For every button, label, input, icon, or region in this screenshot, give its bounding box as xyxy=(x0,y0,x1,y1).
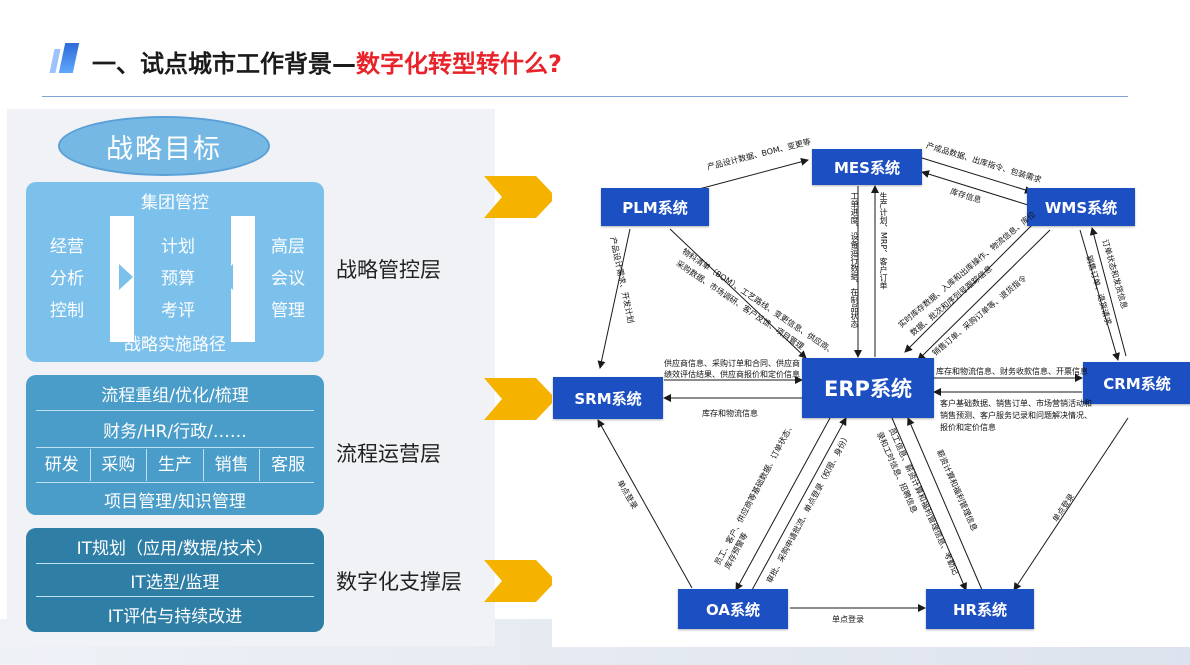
process-cell: 生产 xyxy=(146,449,203,481)
arrow-left-icon xyxy=(219,264,233,290)
process-cells: 研发 采购 生产 销售 客服 xyxy=(34,449,316,481)
node-plm: PLM系统 xyxy=(601,188,709,226)
process-separator xyxy=(36,447,314,448)
strategy-block: 集团管控 经营 分析 控制 计划 预算 考评 高层 会议 管理 战略实施路径 xyxy=(26,182,324,362)
node-erp: ERP系统 xyxy=(802,358,934,418)
edge-label: 客户基础数据、销售订单、市场营销活动和 xyxy=(940,399,1092,408)
strategy-col1-item: 控制 xyxy=(50,301,84,321)
it-block: IT规划（应用/数据/技术） IT选型/监理 IT评估与持续改进 xyxy=(26,528,324,632)
slide-title: 一、试点城市工作背景—数字化转型转什么? xyxy=(92,44,562,79)
it-separator xyxy=(36,596,314,597)
node-mes: MES系统 xyxy=(812,149,922,185)
strategy-divider-right xyxy=(231,216,255,342)
layer-label-process: 流程运营层 xyxy=(336,442,441,466)
strategy-col-1: 经营 分析 控制 xyxy=(34,216,100,342)
process-cell: 销售 xyxy=(202,449,260,481)
process-cell: 采购 xyxy=(89,449,147,481)
strategy-block-header: 集团管控 xyxy=(141,193,209,213)
strategy-col-3: 高层 会议 管理 xyxy=(258,216,318,342)
node-wms: WMS系统 xyxy=(1027,188,1135,226)
strategy-col1-item: 经营 xyxy=(50,237,84,257)
chevron-right-icon xyxy=(484,560,556,602)
edge-label: 库存和物流信息、财务收款信息、开票信息 xyxy=(936,367,1088,376)
chevron-right-icon xyxy=(484,176,556,218)
chevron-right-icon xyxy=(484,378,556,420)
title-highlight: 数字化转型转什么? xyxy=(356,50,562,78)
it-row-1: IT规划（应用/数据/技术） xyxy=(76,539,274,559)
strategy-col1-item: 分析 xyxy=(50,269,84,289)
process-separator xyxy=(36,410,314,411)
process-separator xyxy=(36,482,314,483)
edge-label: 供应商信息、采购订单和合同、供应商 xyxy=(664,359,800,368)
strategy-col3-item: 会议 xyxy=(271,269,305,289)
process-row-4: 项目管理/知识管理 xyxy=(104,492,246,512)
layer-label-strategy: 战略管控层 xyxy=(336,258,441,282)
node-oa: OA系统 xyxy=(678,589,788,629)
layer-label-digital: 数字化支撑层 xyxy=(336,570,462,594)
strategy-col3-item: 高层 xyxy=(271,237,305,257)
node-srm: SRM系统 xyxy=(553,377,663,419)
edge-label: 单点登录 xyxy=(832,615,864,624)
process-cell: 客服 xyxy=(259,449,316,481)
strategy-goal-ellipse: 战略目标 xyxy=(58,116,270,176)
process-row-1: 流程重组/优化/梳理 xyxy=(101,386,249,406)
strategy-col2-item: 考评 xyxy=(161,301,195,321)
strategy-block-footer: 战略实施路径 xyxy=(124,335,226,355)
arrow-right-icon xyxy=(119,264,133,290)
it-separator xyxy=(36,563,314,564)
title-prefix: 一、试点城市工作背景— xyxy=(92,50,356,78)
it-row-2: IT选型/监理 xyxy=(130,573,220,593)
strategy-col3-item: 管理 xyxy=(271,301,305,321)
edge-label: 报价和定价信息 xyxy=(940,423,996,432)
strategy-col2-item: 计划 xyxy=(161,237,195,257)
title-divider xyxy=(42,96,1128,97)
process-block: 流程重组/优化/梳理 财务/HR/行政/…… 研发 采购 生产 销售 客服 项目… xyxy=(26,375,324,515)
strategy-col2-item: 预算 xyxy=(161,269,195,289)
it-row-3: IT评估与持续改进 xyxy=(107,607,243,627)
node-crm: CRM系统 xyxy=(1083,362,1190,404)
edge-label: 销售预测、客户服务记录和问题解决情况、 xyxy=(940,411,1092,420)
edge-label: 库存和物流信息 xyxy=(702,409,758,418)
edge-label: 生产计划、MRP、客户订单 xyxy=(879,192,888,290)
process-row-2: 财务/HR/行政/…… xyxy=(103,422,247,442)
strategy-col-2: 计划 预算 考评 xyxy=(134,216,222,342)
edge-label: 工单进度、设备运行数据、在制品状态 xyxy=(850,192,859,328)
process-cell: 研发 xyxy=(44,455,79,475)
edge-label: 绩效评估结果、供应商报价和定价信息 xyxy=(664,370,800,379)
node-hr: HR系统 xyxy=(926,589,1034,629)
